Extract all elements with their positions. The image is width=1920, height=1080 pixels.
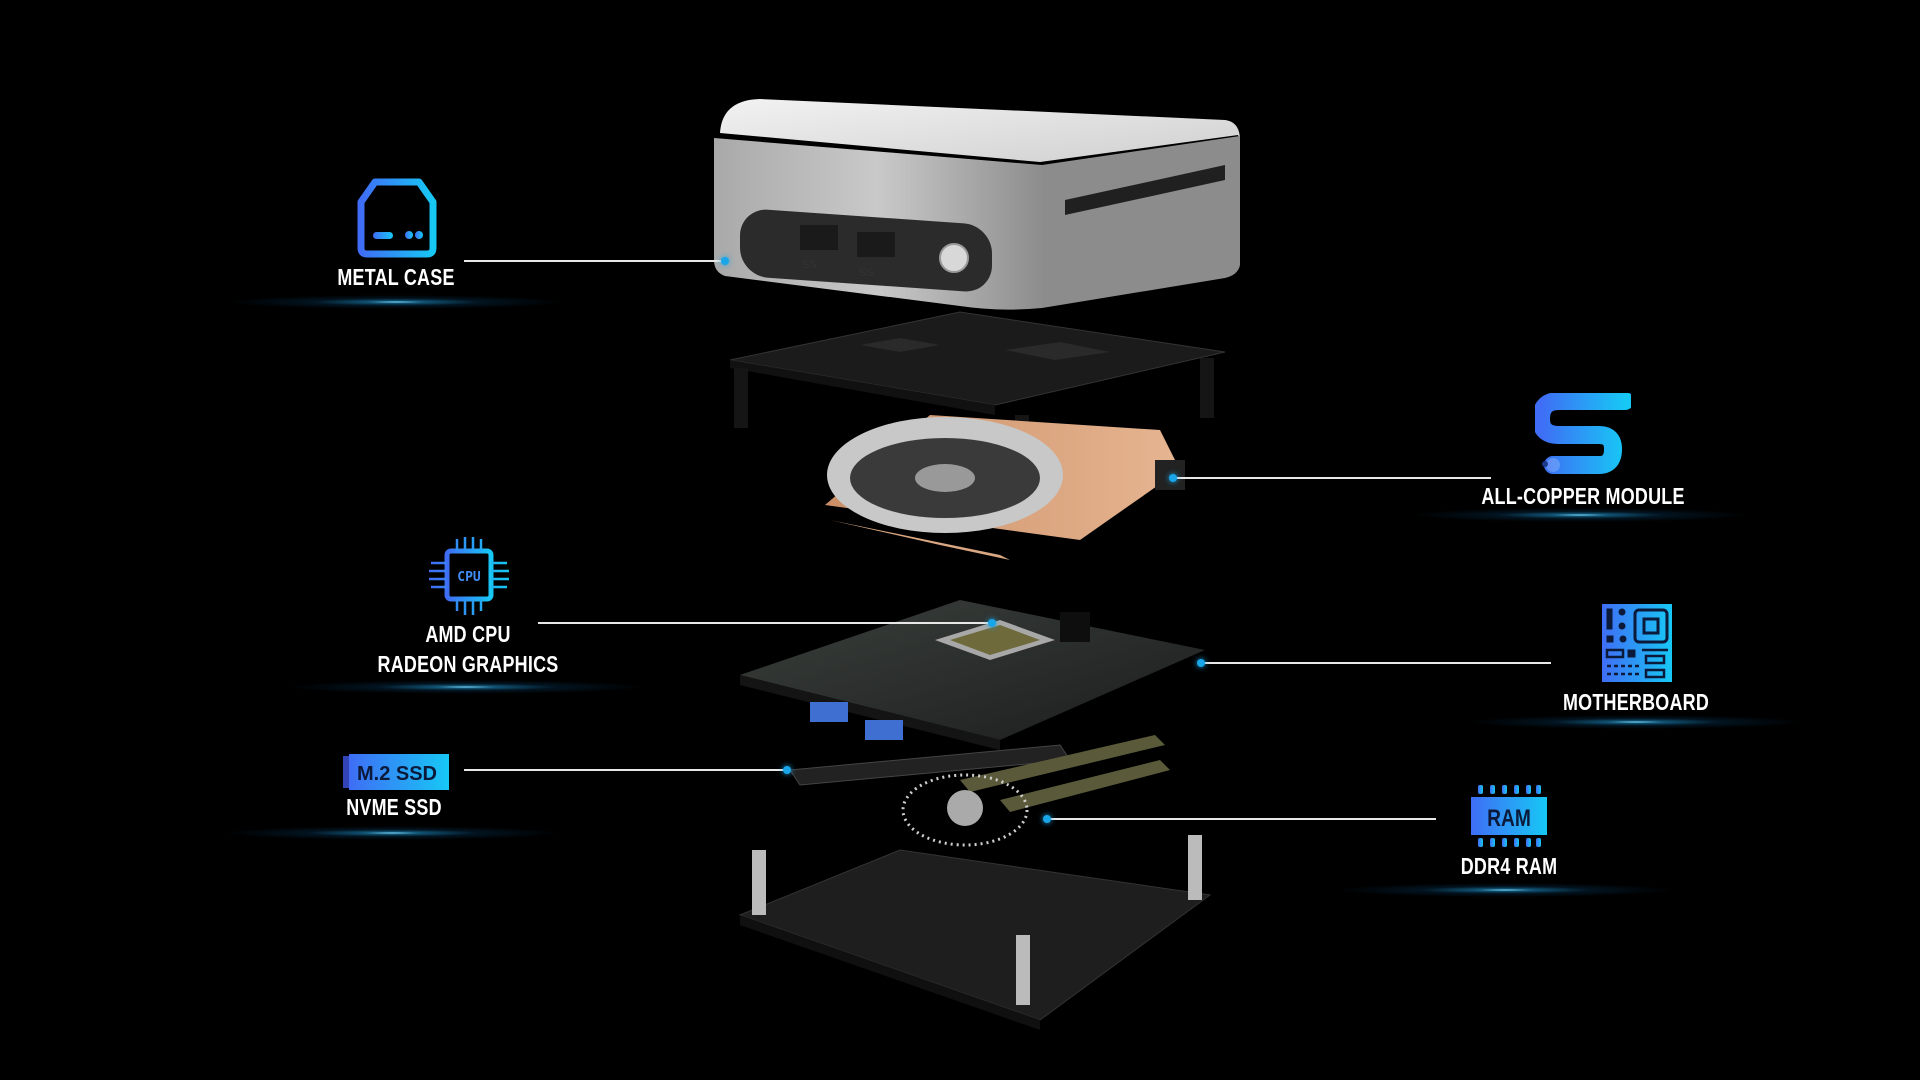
- amd-cpu-anchor-dot: [988, 619, 996, 627]
- ddr4-ram-leader-line: [1047, 818, 1436, 820]
- metal-case-label: METAL CASE: [337, 264, 455, 290]
- cpu-chip-icon: CPU: [427, 535, 511, 622]
- metal-case-leader-line: [464, 260, 725, 262]
- motherboard-leader-line: [1201, 662, 1551, 664]
- nvme-ssd-leader-line: [464, 769, 787, 771]
- metal-case-glow: [226, 295, 566, 309]
- nvme-ssd-label: NVME SSD: [346, 794, 442, 820]
- ram-module-icon: RAM: [1471, 785, 1547, 852]
- nvme-ssd-glow: [222, 826, 562, 840]
- usb-port-label: SS: [802, 259, 817, 271]
- amd-cpu-glow: [286, 680, 646, 694]
- usb-port-label: SS: [859, 267, 874, 279]
- metal-case-part: SS SS: [714, 99, 1240, 310]
- m2-ssd-icon: M.2 SSD: [343, 754, 449, 795]
- cpu-icon-text: CPU: [457, 570, 481, 585]
- motherboard-glow: [1466, 715, 1806, 729]
- ddr4-ram-glow: [1335, 883, 1675, 897]
- copper-heatpipe-icon: [1531, 392, 1634, 482]
- ssd-and-ram-parts: [789, 735, 1170, 847]
- ddr4-ram-label: DDR4 RAM: [1460, 853, 1558, 879]
- ram-icon-text: RAM: [1487, 804, 1531, 832]
- bottom-base-part: [738, 835, 1212, 1030]
- all-copper-module-label: ALL-COPPER MODULE: [1481, 483, 1685, 509]
- internal-bracket-part: [729, 311, 1226, 475]
- ssd-icon-text: M.2 SSD: [357, 763, 437, 785]
- motherboard-part: [740, 600, 1205, 750]
- copper-cooling-module-part: [825, 415, 1185, 560]
- mini-pc-case-icon: [357, 178, 437, 263]
- nvme-ssd-anchor-dot: [783, 766, 791, 774]
- motherboard-label: MOTHERBOARD: [1562, 689, 1710, 715]
- all-copper-module-anchor-dot: [1169, 474, 1177, 482]
- amd-cpu-leader-line: [538, 622, 992, 624]
- amd-cpu-label-line2: RADEON GRAPHICS: [377, 651, 559, 677]
- motherboard-anchor-dot: [1197, 659, 1205, 667]
- all-copper-module-leader-line: [1173, 477, 1491, 479]
- motherboard-icon: [1602, 604, 1672, 687]
- metal-case-anchor-dot: [721, 257, 729, 265]
- ddr4-ram-anchor-dot: [1043, 815, 1051, 823]
- amd-cpu-label-line1: AMD CPU: [425, 621, 511, 647]
- all-copper-module-glow: [1410, 508, 1750, 522]
